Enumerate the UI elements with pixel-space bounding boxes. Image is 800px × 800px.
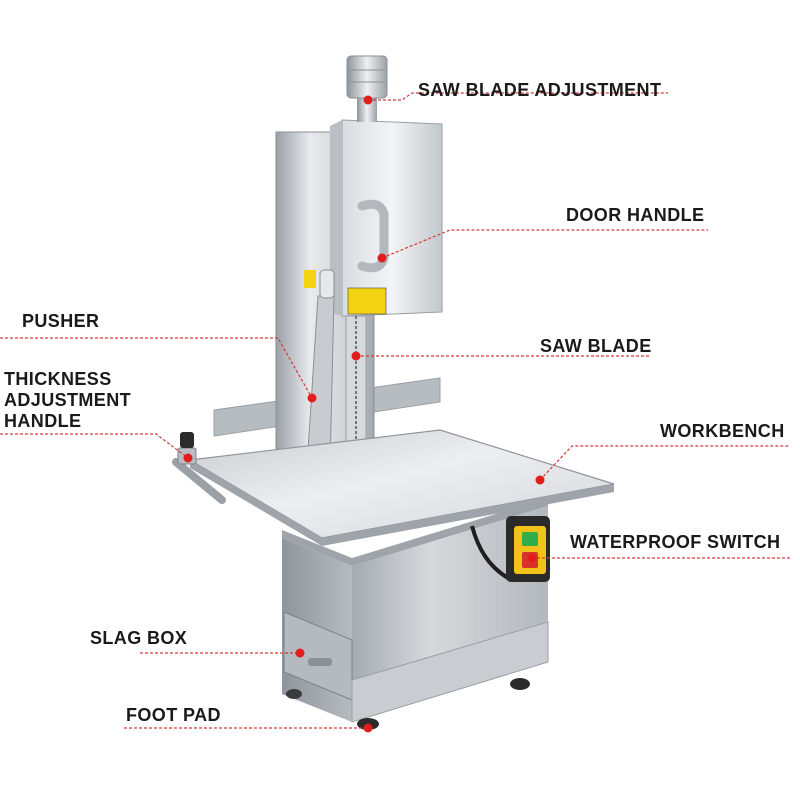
workbench-top [188,429,615,539]
switch-cable [470,525,510,580]
adjust-knob-cap [346,55,388,99]
adjust-knob-stem [357,96,377,122]
label-saw-blade: SAW BLADE [540,336,652,356]
base-plinth [351,621,549,723]
label-thickness-adjustment-handle: THICKNESS ADJUSTMENT HANDLE [4,369,131,432]
leader-thickness-adjustment-handle [0,433,189,459]
leader-pusher [0,337,313,399]
workbench-edge [190,460,614,546]
upper-door [341,119,443,317]
upper-door-side [330,120,342,316]
marker-saw-blade-adjustment [363,95,373,105]
leader-workbench [539,445,790,481]
label-line: ADJUSTMENT [4,390,132,410]
leader-lines [0,92,790,729]
label-waterproof-switch: WATERPROOF SWITCH [570,532,781,552]
marker-door-handle [377,253,387,263]
marker-saw-blade [351,351,361,361]
slide-rail [172,458,226,504]
warning-sticker [347,287,387,315]
label-pusher: PUSHER [22,311,100,331]
label-line: THICKNESS [4,369,112,389]
marker-waterproof-switch [527,553,537,563]
slag-box-handle [308,658,332,666]
machine-illustration [172,55,615,730]
leader-saw-blade-adjustment [368,92,668,101]
foot-pad-right [510,678,530,690]
label-line: HANDLE [4,411,82,431]
thickness-handle-knob [180,432,194,448]
pusher-knob [319,269,335,299]
label-door-handle: DOOR HANDLE [566,205,705,225]
label-foot-pad: FOOT PAD [126,705,221,725]
warning-sticker-small [304,270,316,288]
foot-pad-left [286,689,302,699]
label-saw-blade-adjustment: SAW BLADE ADJUSTMENT [418,80,662,100]
marker-dots [183,95,545,733]
label-slag-box: SLAG BOX [90,628,188,648]
switch-green-button [522,532,538,546]
marker-thickness-adjustment-handle [183,453,193,463]
marker-slag-box [295,648,305,658]
marker-workbench [535,475,545,485]
label-workbench: WORKBENCH [660,421,785,441]
leader-door-handle [381,229,708,259]
door-handle-shape [357,199,389,273]
marker-foot-pad [363,723,373,733]
marker-pusher [307,393,317,403]
